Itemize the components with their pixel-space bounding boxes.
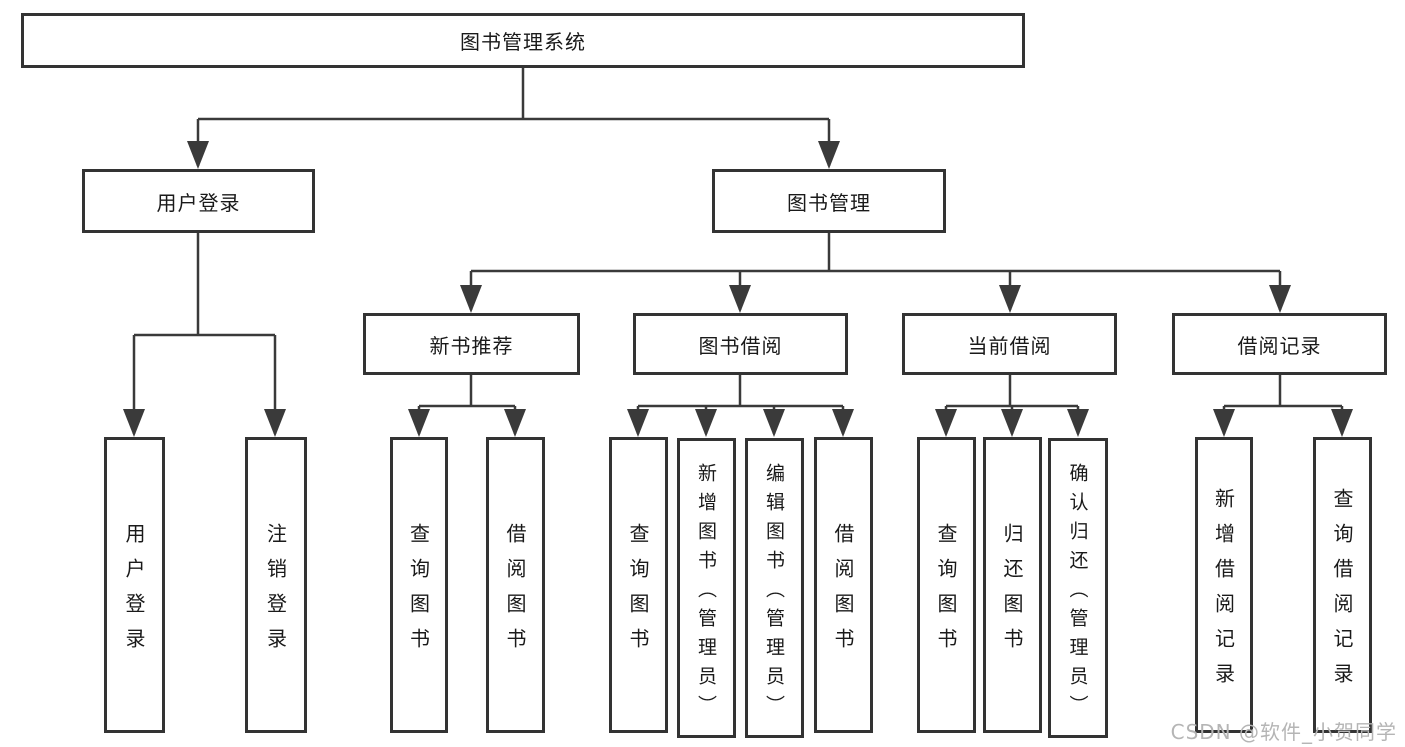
node-root-system: 图书管理系统 xyxy=(21,13,1025,68)
leaf-label: 查询图书 xyxy=(406,522,431,663)
leaf-label: 借阅图书 xyxy=(831,522,855,663)
leaf-label: 编辑图书（管理员） xyxy=(763,462,785,724)
node-new-book-recommend: 新书推荐 xyxy=(363,313,580,375)
leaf-edit-books-admin: 编辑图书（管理员） xyxy=(745,438,804,738)
arrow-down-icon xyxy=(935,409,957,437)
leaf-logout: 注销登录 xyxy=(245,437,307,733)
leaf-confirm-return-admin: 确认归还（管理员） xyxy=(1048,438,1108,738)
node-current-borrowing: 当前借阅 xyxy=(902,313,1117,375)
leaf-label: 借阅图书 xyxy=(503,522,527,663)
arrow-down-icon xyxy=(818,141,840,169)
arrow-down-icon xyxy=(627,409,649,437)
leaf-user-login: 用户登录 xyxy=(104,437,165,733)
leaf-label: 归还图书 xyxy=(1000,522,1024,663)
leaf-add-borrow-record: 新增借阅记录 xyxy=(1195,437,1253,733)
node-user-login-branch: 用户登录 xyxy=(82,169,315,233)
arrow-down-icon xyxy=(763,409,785,437)
arrow-down-icon xyxy=(695,409,717,437)
leaf-add-books-admin: 新增图书（管理员） xyxy=(677,438,736,738)
leaf-query-books-1: 查询图书 xyxy=(390,437,448,733)
node-borrowing-records: 借阅记录 xyxy=(1172,313,1387,375)
csdn-watermark: CSDN @软件_小贺同学 xyxy=(1170,720,1397,744)
leaf-label: 查询借阅记录 xyxy=(1330,487,1354,698)
arrow-down-icon xyxy=(1331,409,1353,437)
leaf-query-books-3: 查询图书 xyxy=(917,437,976,733)
leaf-borrow-books-1: 借阅图书 xyxy=(486,437,545,733)
arrowheads xyxy=(123,141,1353,437)
leaf-label: 查询图书 xyxy=(626,522,650,663)
arrow-down-icon xyxy=(123,409,145,437)
node-book-borrowing: 图书借阅 xyxy=(633,313,848,375)
tree-edges xyxy=(132,68,1344,434)
leaf-label: 用户登录 xyxy=(122,522,146,663)
arrow-down-icon xyxy=(1067,409,1089,437)
arrow-down-icon xyxy=(1213,409,1235,437)
leaf-label: 注销登录 xyxy=(263,522,288,663)
arrow-down-icon xyxy=(729,285,751,313)
arrow-down-icon xyxy=(408,409,430,437)
leaf-return-books: 归还图书 xyxy=(983,437,1042,733)
leaf-label: 新增图书（管理员） xyxy=(695,462,717,724)
arrow-down-icon xyxy=(187,141,209,169)
arrow-down-icon xyxy=(999,285,1021,313)
leaf-borrow-books-2: 借阅图书 xyxy=(814,437,873,733)
arrow-down-icon xyxy=(1001,409,1023,437)
node-book-management-branch: 图书管理 xyxy=(712,169,946,233)
arrow-down-icon xyxy=(504,409,526,437)
arrow-down-icon xyxy=(264,409,286,437)
leaf-label: 新增借阅记录 xyxy=(1211,487,1236,698)
leaf-label: 确认归还（管理员） xyxy=(1066,462,1089,724)
arrow-down-icon xyxy=(460,285,482,313)
arrow-down-icon xyxy=(832,409,854,437)
arrow-down-icon xyxy=(1269,285,1291,313)
leaf-query-books-2: 查询图书 xyxy=(609,437,668,733)
leaf-query-borrow-record: 查询借阅记录 xyxy=(1313,437,1372,733)
connector-paths xyxy=(132,68,1344,434)
leaf-label: 查询图书 xyxy=(934,522,958,663)
